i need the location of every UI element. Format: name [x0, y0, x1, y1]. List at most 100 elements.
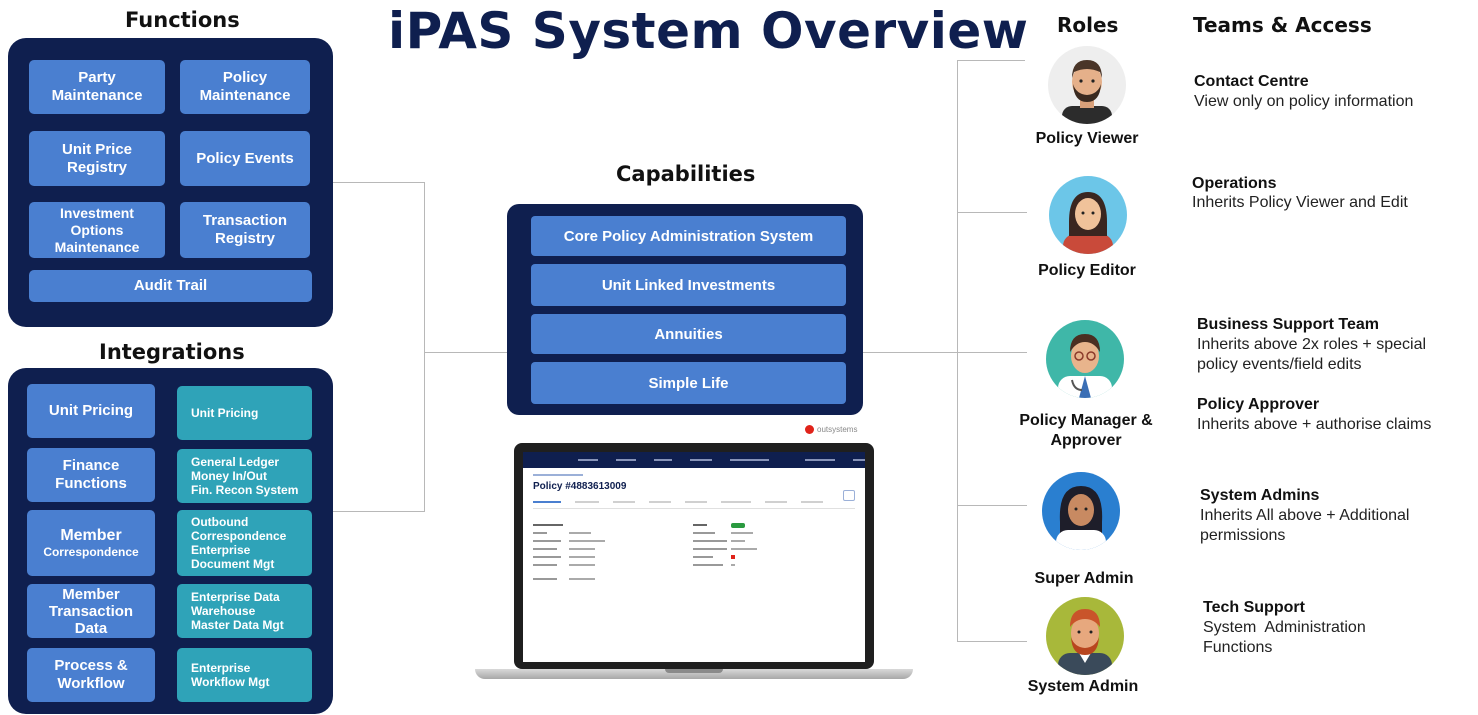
role-super-admin: Super Admin — [1034, 570, 1134, 587]
connector-v-left — [424, 182, 425, 512]
screen-tab — [533, 501, 561, 503]
function-policy-maintenance: Policy Maintenance — [180, 60, 310, 114]
screen-policy-title: Policy #4883613009 — [533, 481, 627, 492]
team-name-operations: Operations — [1192, 175, 1277, 192]
screen-field — [533, 564, 683, 578]
laptop-screenshot: outsystems Policy #4883613009 — [475, 422, 915, 687]
integration-enterprise-workflow: Enterprise Workflow Mgt — [177, 648, 312, 702]
connector-to-capabilities — [424, 352, 508, 353]
capability-simple-life: Simple Life — [531, 362, 846, 404]
integration-unit-pricing-left: Unit Pricing — [27, 384, 155, 438]
screen-field — [693, 555, 853, 564]
team-name-system-admins: System Admins — [1200, 487, 1320, 504]
team-name-business-support: Business Support Team — [1197, 316, 1379, 333]
nav-dot — [689, 459, 712, 461]
nav-dot — [653, 459, 672, 461]
capabilities-heading: Capabilities — [616, 162, 756, 186]
screen-field — [693, 532, 853, 540]
connector-from-capabilities — [862, 352, 957, 353]
team-desc-operations: Inherits Policy Viewer and Edit — [1192, 194, 1408, 211]
outsystems-brand: outsystems — [817, 425, 858, 434]
screen-tab — [721, 501, 751, 503]
policy-viewer-avatar-icon — [1048, 46, 1126, 124]
screen-col-left — [533, 524, 683, 586]
screen-action-button — [843, 490, 855, 501]
screen-tab — [801, 501, 823, 503]
role-policy-editor: Policy Editor — [1038, 262, 1136, 279]
page-title: iPAS System Overview — [388, 2, 1029, 60]
system-admin-avatar-icon — [1046, 597, 1124, 675]
screen-col-right — [693, 523, 853, 572]
screen-tab — [685, 501, 707, 503]
screen-tab-bar — [533, 498, 855, 509]
team-desc-business-support: Inherits above 2x roles + special policy… — [1197, 336, 1427, 373]
laptop-notch — [665, 669, 723, 673]
nav-dot — [578, 459, 598, 461]
screen-field — [533, 532, 683, 540]
policy-manager-avatar-icon — [1046, 320, 1124, 398]
screen-status-badge — [731, 523, 745, 528]
teams-heading: Teams & Access — [1193, 13, 1372, 37]
function-unit-price-registry: Unit Price Registry — [29, 131, 165, 186]
screen-field — [533, 556, 683, 564]
screen-tab — [765, 501, 787, 503]
connector-functions-h — [333, 182, 425, 183]
screen-tab — [613, 501, 635, 503]
team-desc-system-admins: Inherits All above + Additional permissi… — [1200, 507, 1410, 544]
outsystems-logo-mark — [805, 425, 814, 434]
capability-core-policy-admin: Core Policy Administration System — [531, 216, 846, 256]
roles-heading: Roles — [1057, 13, 1119, 37]
screen-nav-bar — [523, 452, 865, 468]
team-name-policy-approver: Policy Approver — [1197, 396, 1320, 413]
laptop-base — [475, 669, 913, 679]
capability-annuities: Annuities — [531, 314, 846, 354]
role-policy-viewer: Policy Viewer — [1035, 130, 1139, 147]
integration-process-workflow: Process & Workflow — [27, 648, 155, 702]
screen-field — [693, 540, 853, 548]
screen-field — [693, 548, 853, 556]
integration-outbound-correspondence: Outbound Correspondence Enterprise Docum… — [177, 510, 312, 576]
screen-field — [693, 564, 853, 572]
connector-role-3 — [957, 352, 1027, 353]
nav-dot — [729, 459, 770, 461]
laptop-screen: Policy #4883613009 — [523, 452, 865, 662]
role-policy-manager-approver: Policy Manager & Approver — [1019, 412, 1153, 449]
super-admin-avatar-icon — [1042, 472, 1120, 550]
team-desc-policy-approver: Inherits above + authorise claims — [1197, 416, 1432, 433]
connector-role-5 — [957, 641, 1027, 642]
nav-dot — [853, 459, 865, 461]
policy-editor-avatar-icon — [1049, 176, 1127, 254]
screen-breadcrumb — [533, 474, 583, 476]
team-name-contact-centre: Contact Centre — [1194, 73, 1309, 90]
function-policy-events: Policy Events — [180, 131, 310, 186]
screen-tab — [649, 501, 671, 503]
team-name-tech-support: Tech Support — [1203, 599, 1305, 616]
integration-finance-functions: Finance Functions — [27, 448, 155, 502]
integration-member-label: Member — [60, 527, 122, 544]
integration-general-ledger: General Ledger Money In/Out Fin. Recon S… — [177, 449, 312, 503]
screen-flag-icon — [731, 555, 735, 559]
screen-field — [693, 523, 853, 532]
function-party-maintenance: Party Maintenance — [29, 60, 165, 114]
outsystems-logo: outsystems — [805, 425, 857, 434]
connector-v-right — [957, 60, 958, 642]
screen-tab — [575, 501, 599, 503]
function-investment-options-maintenance: Investment Options Maintenance — [29, 202, 165, 258]
connector-role-1 — [957, 60, 1025, 61]
screen-field — [533, 524, 683, 532]
functions-heading: Functions — [125, 8, 240, 32]
role-system-admin: System Admin — [1027, 678, 1139, 695]
screen-field — [533, 578, 683, 586]
nav-dot — [805, 459, 836, 461]
connector-role-2 — [957, 212, 1027, 213]
nav-dot — [615, 459, 636, 461]
connector-role-4 — [957, 505, 1027, 506]
integration-enterprise-data-warehouse: Enterprise Data Warehouse Master Data Mg… — [177, 584, 312, 638]
integration-correspondence-label: Correspondence — [43, 545, 139, 559]
connector-integrations-h — [333, 511, 425, 512]
integration-member-correspondence: Member Correspondence — [27, 510, 155, 576]
integration-member-transaction-data: Member Transaction Data — [27, 584, 155, 638]
integrations-heading: Integrations — [99, 340, 245, 364]
team-desc-contact-centre: View only on policy information — [1194, 93, 1414, 110]
integration-unit-pricing-right: Unit Pricing — [177, 386, 312, 440]
